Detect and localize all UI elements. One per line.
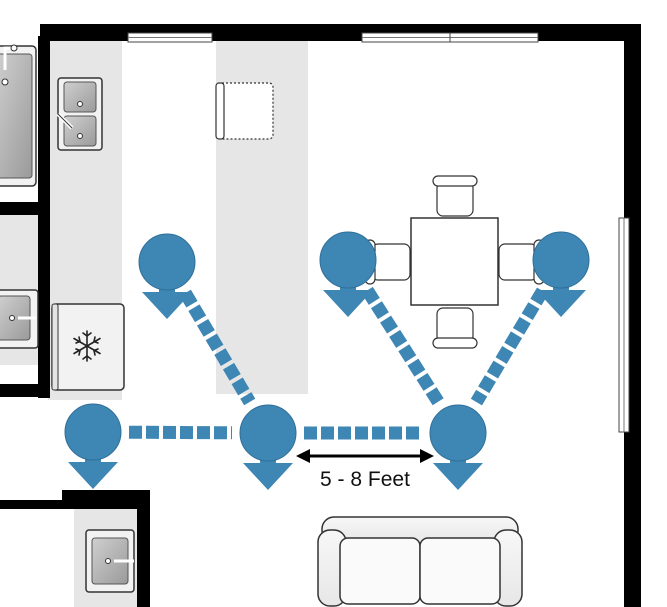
connector-marker-left-top-to-marker-center [179, 289, 256, 406]
down-arrow-icon [68, 462, 118, 489]
down-arrow-icon [433, 463, 483, 490]
down-arrow-icon [323, 290, 373, 317]
marker-circle-icon [429, 404, 487, 462]
bath-top-wall [62, 490, 150, 501]
refrigerator [51, 303, 125, 391]
distance-label: 5 - 8 Feet [320, 468, 410, 491]
marker-circle-icon [532, 231, 590, 289]
marker-circle-icon [319, 231, 377, 289]
bath-wall-ledge [0, 500, 150, 509]
marker-left-top [138, 233, 196, 319]
right-wall [624, 24, 641, 607]
snowflake-icon [73, 330, 101, 362]
marker-dining-left [319, 231, 377, 317]
marker-center [239, 404, 297, 490]
left-lower-wall [0, 384, 50, 397]
down-arrow-icon [243, 463, 293, 490]
marker-right-center [429, 404, 487, 490]
sofa [317, 516, 523, 607]
connector-marker-far-left-to-marker-center [128, 425, 233, 440]
left-wall [38, 36, 50, 398]
marker-dining-right [532, 231, 590, 317]
bathroom-sink [85, 529, 135, 593]
bar-sink [0, 289, 39, 349]
dining-table [410, 217, 499, 306]
stove [0, 44, 37, 187]
distance-arrowhead-right [420, 449, 434, 463]
distance-indicator: 5 - 8 Feet [296, 449, 434, 491]
kitchen-sink [56, 77, 103, 151]
marker-circle-icon [138, 233, 196, 291]
down-arrow-icon [536, 290, 586, 317]
down-arrow-icon [142, 292, 192, 319]
island-stool [215, 82, 274, 140]
marker-connectors [128, 286, 549, 440]
light-markers [64, 231, 590, 490]
distance-arrowhead-left [296, 449, 310, 463]
connector-marker-dining-left-to-marker-right-center [361, 286, 445, 407]
marker-circle-icon [239, 404, 297, 462]
marker-circle-icon [64, 403, 122, 461]
connector-marker-dining-right-to-marker-right-center [470, 287, 549, 406]
bath-right-wall [137, 490, 150, 607]
marker-far-left [64, 403, 122, 489]
left-upper-partition [0, 202, 42, 215]
windows [127, 32, 630, 433]
